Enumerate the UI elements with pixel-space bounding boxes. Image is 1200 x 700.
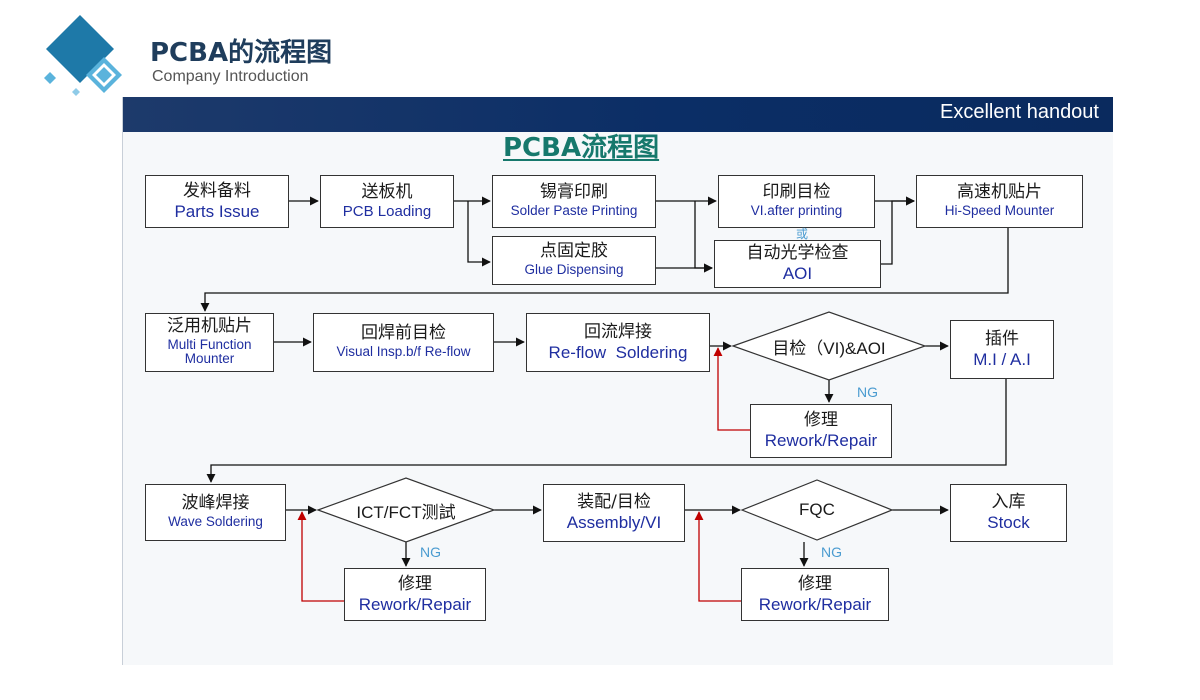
fqc-label: FQC (799, 500, 835, 519)
node-zh: 送板机 (361, 181, 413, 202)
node-zh: 点固定胶 (540, 241, 608, 262)
node-visual-insp: 回焊前目检 Visual Insp.b/f Re-flow (313, 313, 494, 372)
node-zh: 波峰焊接 (181, 493, 250, 514)
ng-label: NG (420, 544, 441, 560)
node-stock: 入库 Stock (950, 484, 1067, 542)
node-mi-ai: 插件 M.I / A.I (950, 320, 1054, 379)
node-en: Parts Issue (174, 201, 260, 221)
node-zh: 回焊前目检 (361, 323, 446, 344)
header-band: Excellent handout (123, 97, 1113, 132)
node-solder-paste-printing: 锡膏印刷 Solder Paste Printing (492, 175, 656, 228)
node-en: Re-flow Soldering (548, 342, 688, 362)
node-assembly-vi: 装配/目检 Assembly/VI (543, 484, 685, 542)
logo (44, 15, 122, 96)
node-zh: 发料备料 (183, 180, 251, 201)
node-vi-after-printing: 印刷目检 VI.after printing (718, 175, 875, 228)
node-wave-soldering: 波峰焊接 Wave Soldering (145, 484, 286, 541)
or-label: 或 (796, 227, 809, 241)
node-zh: 自动光学检查 (746, 243, 849, 264)
node-reflow-soldering: 回流焊接 Re-flow Soldering (526, 313, 710, 372)
node-en: Glue Dispensing (524, 262, 624, 278)
node-en: Rework/Repair (764, 431, 878, 450)
page-title: PCBA的流程图 (150, 38, 333, 68)
node-rework-repair-1: 修理 Rework/Repair (750, 404, 892, 458)
node-en: Stock (987, 513, 1030, 532)
node-en: AOI (782, 264, 813, 283)
node-zh: 修理 (798, 573, 832, 594)
node-en: Solder Paste Printing (510, 203, 638, 219)
diagram-title: PCBA流程图 (503, 133, 660, 163)
node-pcb-loading: 送板机 PCB Loading (320, 175, 454, 228)
node-en: Wave Soldering (168, 514, 263, 530)
node-en: PCB Loading (342, 202, 432, 220)
node-aoi: 自动光学检查 AOI (714, 240, 881, 288)
node-zh: 锡膏印刷 (540, 182, 608, 203)
page-subtitle: Company Introduction (152, 68, 309, 85)
node-rework-repair-2: 修理 Rework/Repair (344, 568, 486, 621)
node-en: VI.after printing (750, 203, 843, 219)
node-rework-repair-3: 修理 Rework/Repair (741, 568, 889, 621)
node-zh: 印刷目检 (762, 182, 831, 203)
node-multi-function-mounter: 泛用机贴片 Multi Function Mounter (145, 313, 274, 372)
node-hi-speed-mounter: 高速机贴片 Hi-Speed Mounter (916, 175, 1083, 228)
node-en: Visual Insp.b/f Re-flow (336, 344, 471, 360)
node-en: Rework/Repair (758, 594, 872, 614)
node-en: Hi-Speed Mounter (944, 203, 1055, 219)
node-zh: 插件 (985, 328, 1019, 349)
node-zh: 泛用机贴片 (167, 316, 252, 337)
node-zh: 修理 (398, 573, 432, 594)
node-glue-dispensing: 点固定胶 Glue Dispensing (492, 236, 656, 285)
band-label: Excellent handout (939, 101, 1099, 123)
node-zh: 高速机贴片 (957, 182, 1042, 203)
node-parts-issue: 发料备料 Parts Issue (145, 175, 289, 228)
ng-label: NG (821, 544, 842, 560)
node-zh: 回流焊接 (584, 321, 652, 342)
node-zh: 修理 (804, 410, 838, 431)
vi-aoi-label: 目检（VI)&AOI (772, 338, 886, 358)
node-en: Multi Function Mounter (167, 337, 252, 367)
ict-fct-label: ICT/FCT测試 (356, 502, 456, 522)
node-zh: 入库 (991, 492, 1026, 513)
node-en: M.I / A.I (973, 349, 1031, 369)
node-en: Assembly/VI (566, 513, 662, 532)
ng-label: NG (857, 384, 878, 400)
node-zh: 装配/目检 (577, 492, 651, 513)
node-en: Rework/Repair (358, 594, 472, 614)
